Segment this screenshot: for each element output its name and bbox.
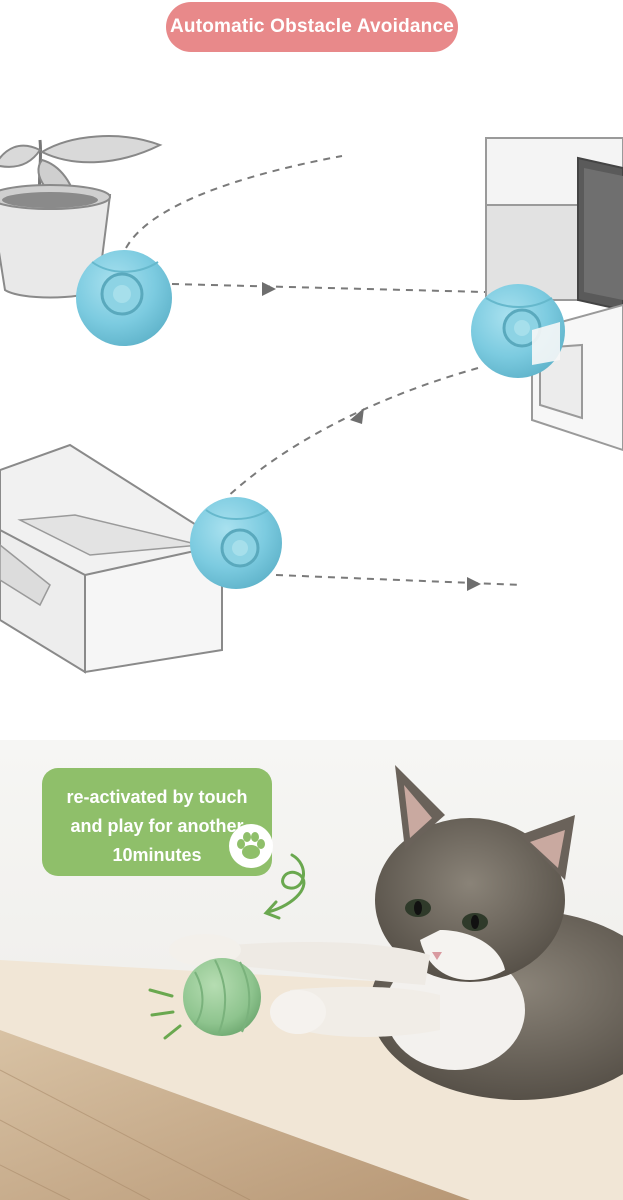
motion-lines-icon [148,988,182,1040]
paw-icon [229,824,273,868]
callout-line-3: 10minutes [112,845,202,865]
callout-line-1: re-activated by touch [66,787,248,807]
smart-ball-icon [471,284,565,378]
curly-arrow-icon [263,853,306,920]
smart-ball-icon [76,250,172,346]
page-title: Automatic Obstacle Avoidance [166,2,458,52]
smart-ball-icon [183,958,261,1036]
motion-path [125,155,523,586]
open-box-icon [0,443,223,674]
callout-line-2: and play for another [70,816,244,836]
smart-ball-icon [190,497,282,589]
callout-bubble: re-activated by touch and play for anoth… [42,768,272,876]
motion-arrow-icon [262,282,481,591]
obstacle-avoidance-illustration [0,135,623,674]
cat [169,765,623,1100]
plant-pot-icon [0,135,163,299]
